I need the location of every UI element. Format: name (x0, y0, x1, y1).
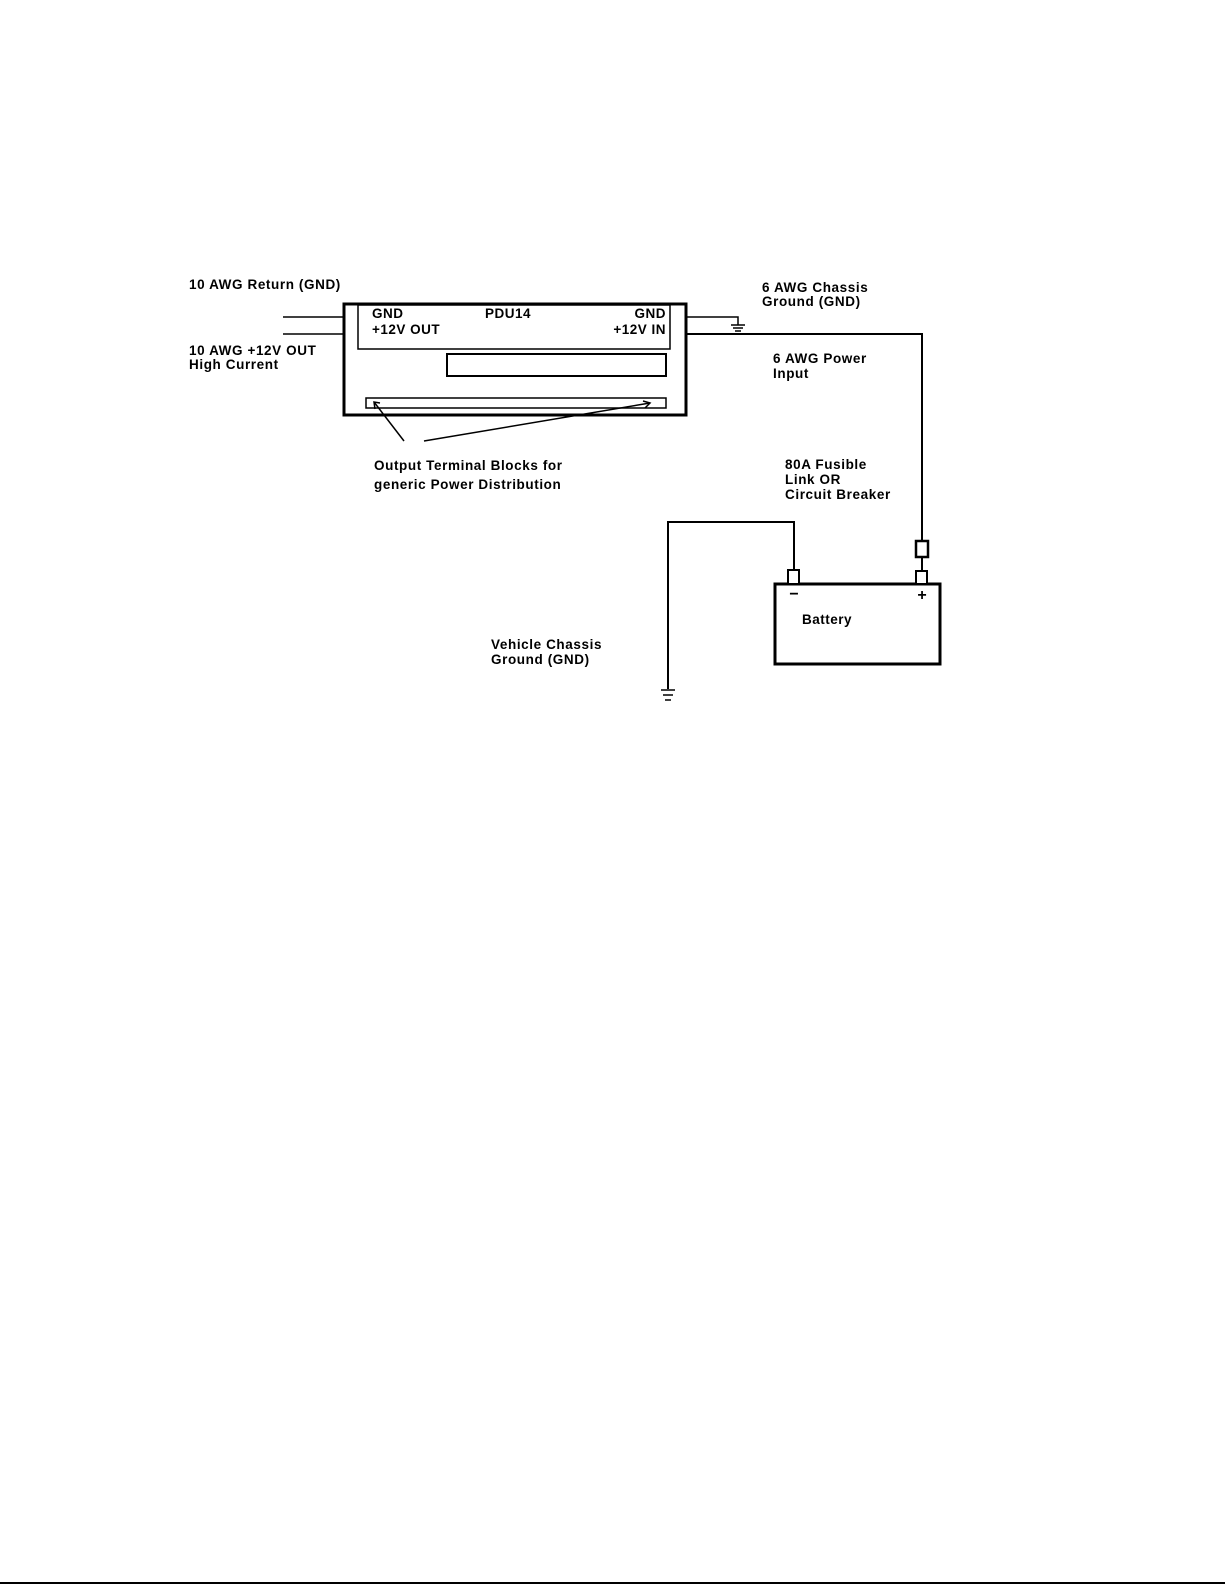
pdu-right-gnd-label: GND (635, 306, 667, 321)
return-wire-label: 10 AWG Return (GND) (189, 277, 341, 292)
out-wire-label-line2: High Current (189, 357, 279, 372)
fuse-label-line2: Link OR (785, 472, 841, 487)
fuse-label-line1: 80A Fusible (785, 457, 867, 472)
fuse-label-line3: Circuit Breaker (785, 487, 891, 502)
pdu-display-panel (447, 354, 666, 376)
vehicle-ground-label-line2: Ground (GND) (491, 652, 590, 667)
power-wire-label-line1: 6 AWG Power (773, 351, 867, 366)
output-terminal-blocks (366, 398, 666, 408)
chassis-wire-label-line2: Ground (GND) (762, 294, 861, 309)
battery-negative-sign: − (789, 586, 798, 603)
pdu-name-label: PDU14 (485, 306, 531, 321)
terminal-label-line1: Output Terminal Blocks for (374, 458, 563, 473)
pdu-left-gnd-label: GND (372, 306, 404, 321)
out-wire-label-line1: 10 AWG +12V OUT (189, 343, 317, 358)
power-wire-label-line2: Input (773, 366, 809, 381)
pdu-right-in-label: +12V IN (613, 322, 666, 337)
pdu-left-out-label: +12V OUT (372, 322, 440, 337)
battery-positive-sign: + (917, 587, 926, 604)
battery-label: Battery (802, 612, 852, 627)
battery-negative-terminal (788, 570, 799, 584)
chassis-wire-label-line1: 6 AWG Chassis (762, 280, 868, 295)
chassis-ground-wire (686, 317, 738, 325)
battery-body (775, 584, 940, 664)
vehicle-chassis-ground-icon (661, 690, 675, 700)
pdu-chassis-ground-icon (731, 325, 745, 331)
fuse-icon (916, 541, 928, 557)
battery-positive-terminal (916, 571, 927, 584)
terminal-label-line2: generic Power Distribution (374, 477, 561, 492)
vehicle-ground-label-line1: Vehicle Chassis (491, 637, 602, 652)
